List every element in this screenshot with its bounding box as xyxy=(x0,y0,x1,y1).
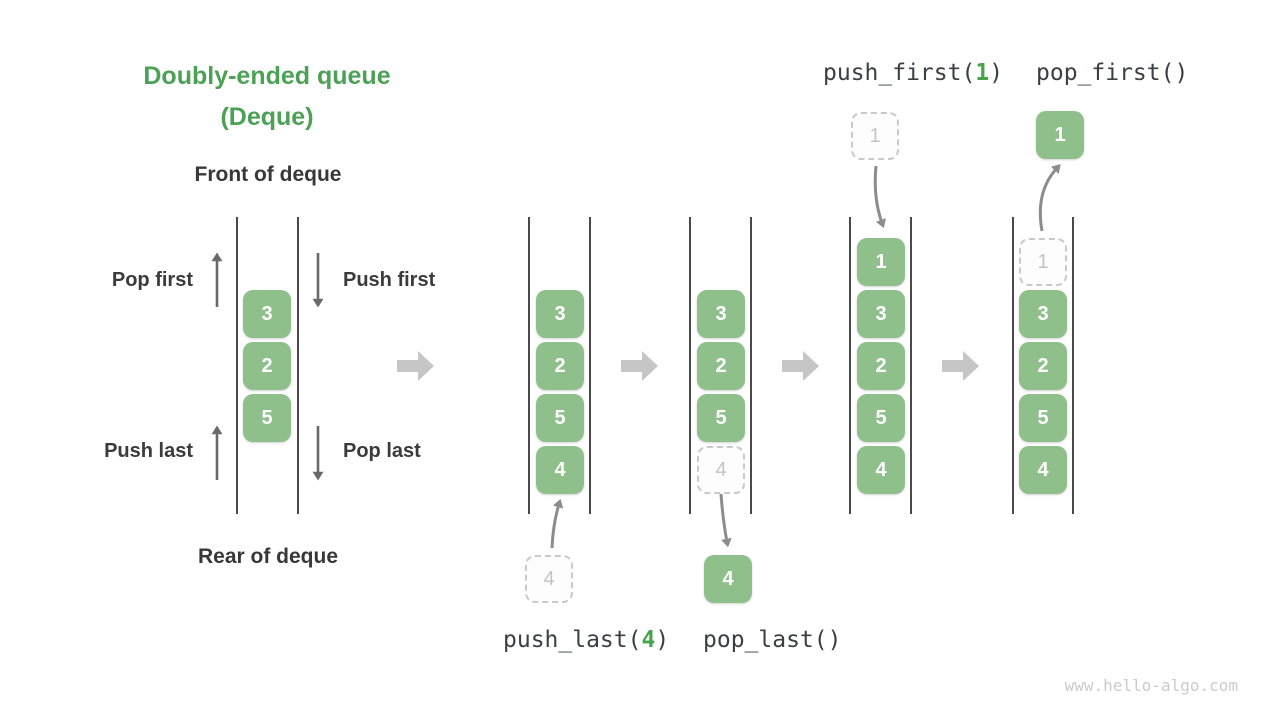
queue-wall xyxy=(236,217,238,514)
watermark: www.hello-algo.com xyxy=(1064,676,1238,695)
queue-wall xyxy=(849,217,851,514)
pop-first-removed-item: 1 xyxy=(1036,111,1084,159)
queue-wall xyxy=(297,217,299,514)
queue-wall xyxy=(1072,217,1074,514)
push-first-label: Push first xyxy=(343,269,436,291)
queue-wall xyxy=(528,217,530,514)
pop-first-motion-arrow-icon xyxy=(1038,164,1061,232)
deque-item: 4 xyxy=(1019,446,1067,494)
deque-item: 5 xyxy=(857,394,905,442)
code-text: ) xyxy=(655,627,670,653)
pop-last-code-label: pop_last() xyxy=(703,627,841,654)
step-arrow-icon xyxy=(621,351,658,381)
deque-item: 3 xyxy=(857,290,905,338)
push-last-incoming-item-ghost: 4 xyxy=(525,555,573,603)
deque-item: 2 xyxy=(697,342,745,390)
deque-item-ghost: 4 xyxy=(697,446,745,494)
queue-wall xyxy=(689,217,691,514)
code-text: pop_first() xyxy=(1036,60,1189,86)
diagram-title-line2: (Deque) xyxy=(220,103,314,131)
deque-item: 5 xyxy=(243,394,291,442)
pop-last-label: Pop last xyxy=(343,440,421,462)
pop-first-label: Pop first xyxy=(111,269,193,291)
diagram-title: Doubly-ended queue (Deque) xyxy=(87,56,447,138)
deque-item: 2 xyxy=(536,342,584,390)
deque-item: 2 xyxy=(1019,342,1067,390)
pop-first-arrow-icon xyxy=(211,252,223,307)
deque-item: 4 xyxy=(536,446,584,494)
deque-item: 3 xyxy=(243,290,291,338)
pop-first-code-label: pop_first() xyxy=(1036,60,1188,87)
push-last-arrow-icon xyxy=(211,425,223,480)
push-first-arrow-icon xyxy=(312,253,324,308)
push-last-code-label: push_last(4) xyxy=(503,627,669,654)
push-first-code-label: push_first(1) xyxy=(823,60,1003,87)
push-first-motion-arrow-icon xyxy=(873,165,886,229)
deque-item: 5 xyxy=(536,394,584,442)
deque-item: 3 xyxy=(536,290,584,338)
push-first-incoming-item-ghost: 1 xyxy=(851,112,899,160)
step-arrow-icon xyxy=(942,351,979,381)
push-last-motion-arrow-icon xyxy=(550,498,564,549)
deque-item: 2 xyxy=(243,342,291,390)
pop-last-arrow-icon xyxy=(312,426,324,481)
queue-wall xyxy=(750,217,752,514)
deque-item: 1 xyxy=(857,238,905,286)
deque-item: 3 xyxy=(697,290,745,338)
deque-item: 5 xyxy=(697,394,745,442)
code-text: push_first( xyxy=(823,60,976,86)
deque-item: 5 xyxy=(1019,394,1067,442)
deque-item-ghost: 1 xyxy=(1019,238,1067,286)
queue-wall xyxy=(589,217,591,514)
rear-of-deque-label: Rear of deque xyxy=(197,545,339,568)
deque-item: 4 xyxy=(857,446,905,494)
queue-wall xyxy=(910,217,912,514)
diagram-title-line1: Doubly-ended queue xyxy=(143,62,391,90)
queue-wall xyxy=(1012,217,1014,514)
code-arg: 1 xyxy=(975,60,990,86)
pop-last-removed-item: 4 xyxy=(704,555,752,603)
pop-last-motion-arrow-icon xyxy=(719,493,732,548)
front-of-deque-label: Front of deque xyxy=(194,163,342,186)
code-text: pop_last() xyxy=(703,627,842,653)
code-text: ) xyxy=(989,60,1004,86)
step-arrow-icon xyxy=(782,351,819,381)
code-arg: 4 xyxy=(641,627,656,653)
step-arrow-icon xyxy=(397,351,434,381)
deque-item: 2 xyxy=(857,342,905,390)
push-last-label: Push last xyxy=(104,440,193,462)
code-text: push_last( xyxy=(503,627,642,653)
deque-item: 3 xyxy=(1019,290,1067,338)
